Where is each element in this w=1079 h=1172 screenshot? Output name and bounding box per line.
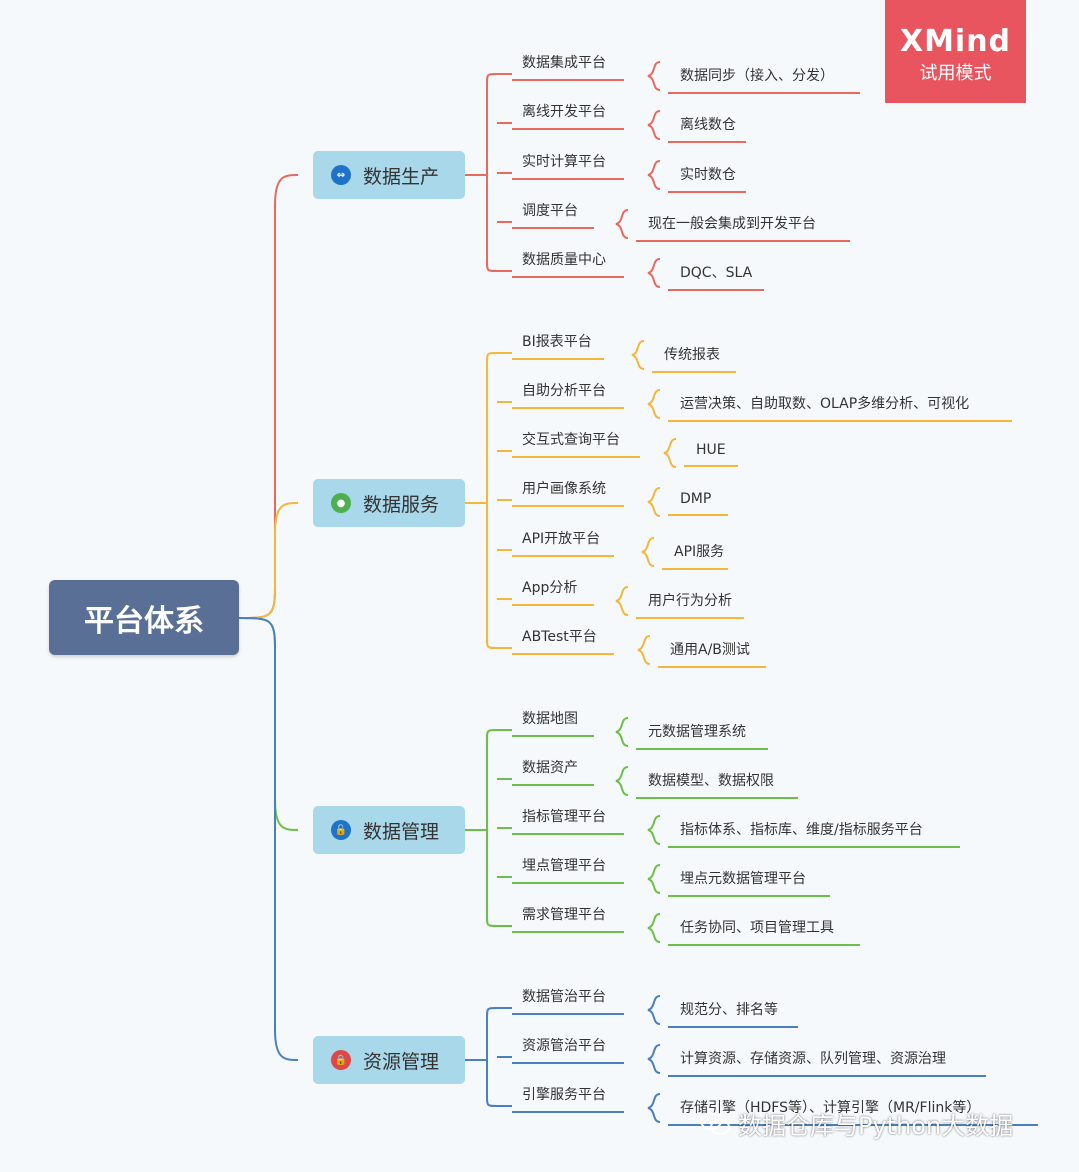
detail-topic[interactable]: 通用A/B测试 bbox=[658, 639, 766, 668]
branch-label: 数据服务 bbox=[363, 493, 440, 516]
branch-topic[interactable]: ⇔ 数据生产 bbox=[313, 151, 465, 199]
detail-topic[interactable]: 用户行为分析 bbox=[636, 590, 744, 619]
sub-topic[interactable]: API开放平台 bbox=[512, 528, 614, 557]
account-name: 数据仓库与Python大数据 bbox=[738, 1112, 1014, 1140]
sub-topic[interactable]: 离线开发平台 bbox=[512, 101, 624, 130]
sub-topic[interactable]: 需求管理平台 bbox=[512, 904, 624, 933]
sub-topic[interactable]: 实时计算平台 bbox=[512, 151, 624, 180]
detail-topic[interactable]: 数据模型、数据权限 bbox=[636, 770, 798, 799]
sub-topic[interactable]: BI报表平台 bbox=[512, 331, 604, 360]
account-watermark: 数据仓库与Python大数据 bbox=[700, 1106, 1013, 1141]
branch-topic[interactable]: ● 数据服务 bbox=[313, 479, 465, 527]
sub-topic[interactable]: 调度平台 bbox=[512, 200, 594, 229]
sub-topic[interactable]: 数据管治平台 bbox=[512, 986, 624, 1015]
detail-topic[interactable]: 规范分、排名等 bbox=[668, 999, 798, 1028]
sub-topic[interactable]: App分析 bbox=[512, 577, 594, 606]
wechat-icon bbox=[700, 1111, 730, 1135]
detail-topic[interactable]: API服务 bbox=[662, 541, 728, 570]
detail-topic[interactable]: HUE bbox=[684, 442, 738, 467]
sub-topic[interactable]: 交互式查询平台 bbox=[512, 429, 640, 458]
detail-topic[interactable]: DMP bbox=[668, 491, 728, 516]
swap-arrows-icon: ⇔ bbox=[331, 165, 351, 185]
detail-topic[interactable]: 数据同步（接入、分发） bbox=[668, 65, 860, 94]
branch-topic[interactable]: 🔓 数据管理 bbox=[313, 806, 465, 854]
branch-label: 数据管理 bbox=[363, 820, 440, 843]
sub-topic[interactable]: 数据地图 bbox=[512, 708, 594, 737]
sub-topic[interactable]: 埋点管理平台 bbox=[512, 855, 624, 884]
xmind-brand: XMind bbox=[899, 24, 1012, 59]
root-topic[interactable]: 平台体系 bbox=[49, 580, 239, 655]
detail-topic[interactable]: DQC、SLA bbox=[668, 262, 764, 291]
sub-topic[interactable]: 引擎服务平台 bbox=[512, 1084, 624, 1113]
detail-topic[interactable]: 指标体系、指标库、维度/指标服务平台 bbox=[668, 819, 960, 848]
lock-open-icon: 🔓 bbox=[331, 820, 351, 840]
detail-topic[interactable]: 任务协同、项目管理工具 bbox=[668, 917, 860, 946]
detail-topic[interactable]: 计算资源、存储资源、队列管理、资源治理 bbox=[668, 1048, 986, 1077]
sub-topic[interactable]: 用户画像系统 bbox=[512, 478, 624, 507]
trial-mode-label: 试用模式 bbox=[919, 63, 992, 84]
detail-topic[interactable]: 现在一般会集成到开发平台 bbox=[636, 213, 850, 242]
detail-topic[interactable]: 传统报表 bbox=[652, 344, 736, 373]
detail-topic[interactable]: 埋点元数据管理平台 bbox=[668, 868, 830, 897]
lock-icon: 🔒 bbox=[331, 1050, 351, 1070]
xmind-trial-badge: XMind 试用模式 bbox=[885, 0, 1026, 103]
sub-topic[interactable]: 数据质量中心 bbox=[512, 249, 624, 278]
branch-label: 资源管理 bbox=[363, 1050, 440, 1073]
branch-topic[interactable]: 🔒 资源管理 bbox=[313, 1036, 465, 1084]
sub-topic[interactable]: 自助分析平台 bbox=[512, 380, 624, 409]
detail-topic[interactable]: 存储引擎（HDFS等）、计算引擎（MR/Flink等） bbox=[668, 1097, 1038, 1126]
detail-topic[interactable]: 运营决策、自助取数、OLAP多维分析、可视化 bbox=[668, 393, 1012, 422]
sub-topic[interactable]: 数据资产 bbox=[512, 757, 594, 786]
detail-topic[interactable]: 离线数仓 bbox=[668, 114, 746, 143]
detail-topic[interactable]: 元数据管理系统 bbox=[636, 721, 768, 750]
sub-topic[interactable]: 资源管治平台 bbox=[512, 1035, 624, 1064]
sub-topic[interactable]: 数据集成平台 bbox=[512, 52, 624, 81]
detail-topic[interactable]: 实时数仓 bbox=[668, 164, 746, 193]
sub-topic[interactable]: 指标管理平台 bbox=[512, 806, 624, 835]
users-icon: ● bbox=[331, 493, 351, 513]
branch-label: 数据生产 bbox=[363, 165, 440, 188]
sub-topic[interactable]: ABTest平台 bbox=[512, 626, 614, 655]
